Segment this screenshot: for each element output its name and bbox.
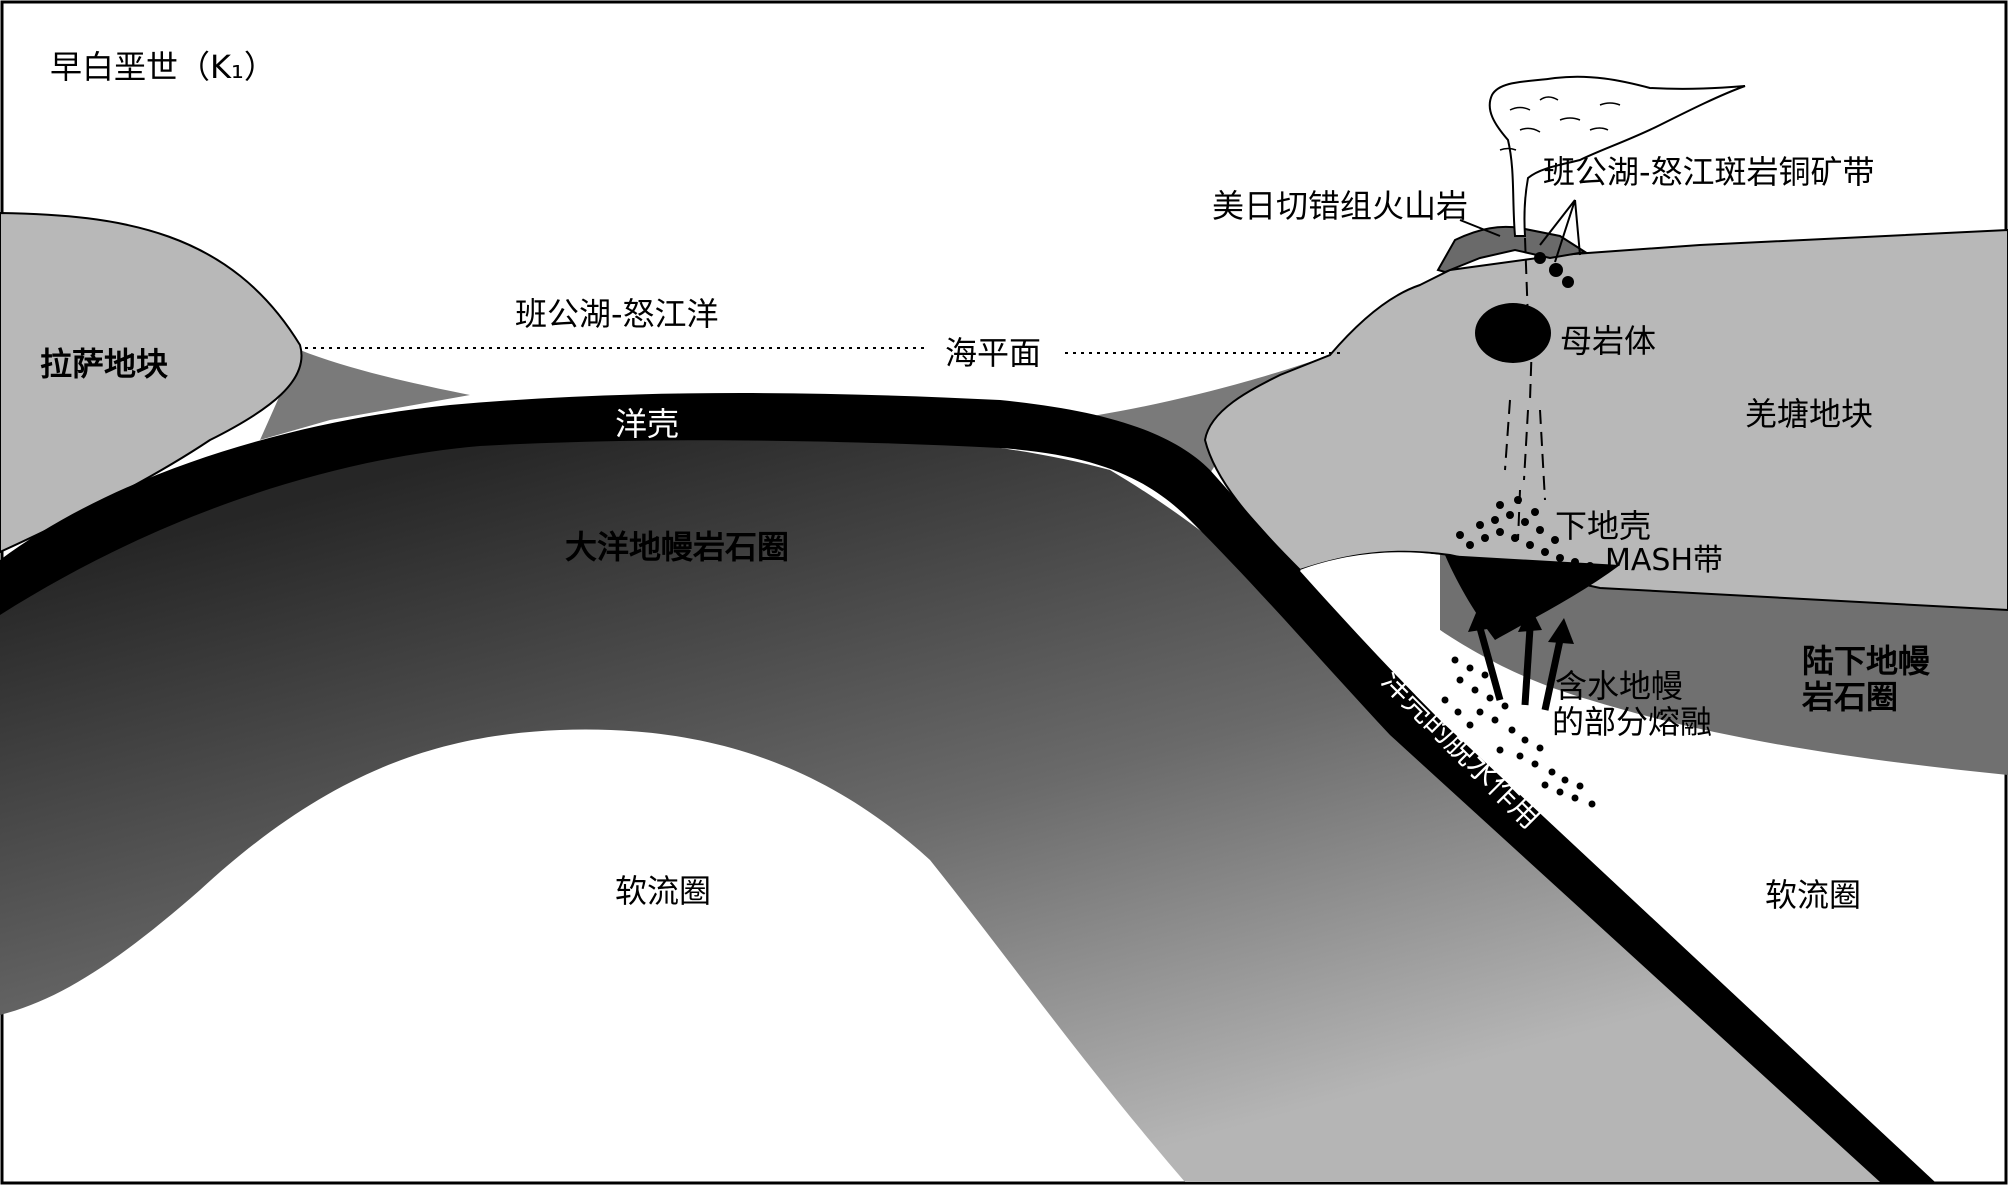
period-label: 早白垩世（K₁） bbox=[50, 48, 276, 86]
leader-belt-1 bbox=[1554, 199, 1576, 263]
label-porphyry-belt: 班公湖-怒江斑岩铜矿带 bbox=[1543, 153, 1875, 191]
label-qiangtang-block: 羌塘地块 bbox=[1745, 395, 1873, 433]
label-mash-zone: MASH带 bbox=[1605, 543, 1723, 578]
plume-texture bbox=[1499, 96, 1621, 151]
label-asthenosphere-right: 软流圈 bbox=[1765, 876, 1861, 914]
leader-volcanics bbox=[1459, 219, 1501, 237]
melt-dots bbox=[1441, 656, 1596, 808]
label-lower-crust: 下地壳 bbox=[1555, 507, 1651, 545]
label-asthenosphere-left: 软流圈 bbox=[615, 872, 711, 910]
label-bangong-ocean: 班公湖-怒江洋 bbox=[515, 295, 719, 333]
mash-zone-shape bbox=[1445, 555, 1620, 640]
leader-belt-3 bbox=[1539, 199, 1576, 246]
parent-pluton-shape bbox=[1475, 303, 1551, 363]
volcanic-cap-shape bbox=[1436, 225, 1588, 274]
leader-belt-2 bbox=[1574, 199, 1581, 256]
mantle-wedge-white bbox=[1300, 552, 1600, 723]
label-oceanic-crust: 洋壳 bbox=[615, 405, 679, 443]
label-continental-mantle-1: 陆下地幔 bbox=[1802, 642, 1930, 680]
mash-dots bbox=[1456, 496, 1594, 570]
label-sea-level: 海平面 bbox=[945, 334, 1041, 372]
label-hydrous-melting-2: 的部分熔融 bbox=[1552, 703, 1712, 741]
label-hydrous-melting-1: 含水地幔 bbox=[1555, 667, 1683, 705]
label-parent-pluton: 母岩体 bbox=[1560, 322, 1656, 360]
lhasa-sediment-wedge bbox=[260, 350, 470, 440]
melt-arrows bbox=[1468, 606, 1574, 711]
oceanic-mantle-lithosphere-shape bbox=[0, 430, 1890, 1182]
label-continental-mantle-2: 岩石圈 bbox=[1802, 678, 1898, 716]
magma-conduit bbox=[1504, 237, 1546, 541]
label-meiri-volcanics: 美日切错组火山岩 bbox=[1212, 187, 1468, 225]
label-oceanic-mantle: 大洋地幔岩石圈 bbox=[565, 528, 789, 566]
eruption-plume bbox=[1488, 75, 1746, 237]
oceanic-crust-slab bbox=[0, 393, 1935, 1182]
label-lhasa-block: 拉萨地块 bbox=[40, 345, 168, 383]
ore-deposits bbox=[1534, 252, 1574, 288]
